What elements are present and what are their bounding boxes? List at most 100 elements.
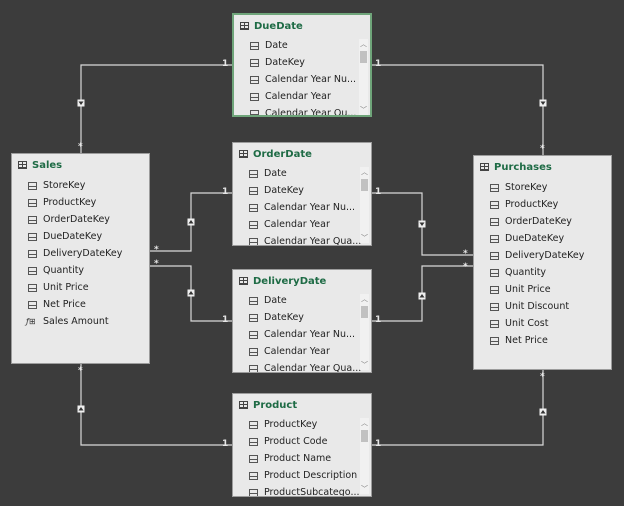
field-name: DateKey [264, 312, 304, 323]
scroll-up-icon[interactable]: ︿ [361, 295, 368, 303]
field-row[interactable]: Calendar Year Qu... [234, 105, 370, 115]
relationship-line-sales-duedate[interactable] [80, 64, 232, 153]
field-row[interactable]: ProductSubcatego... [233, 484, 371, 497]
filter-direction-arrow-icon [77, 405, 85, 413]
field-row[interactable]: Calendar Year Qua... [233, 360, 371, 372]
field-icon [490, 302, 499, 311]
relationship-line-purchases-duedate[interactable] [372, 64, 544, 155]
field-row[interactable]: Date [233, 165, 371, 182]
table-header[interactable]: Product [233, 394, 371, 416]
field-row[interactable]: DateKey [233, 309, 371, 326]
scrollbar-thumb[interactable] [361, 306, 368, 318]
field-name: DeliveryDateKey [505, 250, 585, 261]
field-icon [249, 169, 258, 178]
field-name: Calendar Year [264, 346, 330, 357]
field-name: DueDateKey [505, 233, 565, 244]
field-row[interactable]: Net Price [12, 296, 149, 313]
table-header[interactable]: Purchases [474, 156, 611, 178]
field-row[interactable]: Net Price [474, 332, 611, 349]
field-row[interactable]: DateKey [234, 54, 370, 71]
filter-direction-arrow-icon [418, 292, 426, 300]
field-row[interactable]: Unit Discount [474, 298, 611, 315]
cardinality-label: * [463, 262, 468, 272]
field-row[interactable]: Product Code [233, 433, 371, 450]
field-row[interactable]: ProductKey [233, 416, 371, 433]
scroll-down-icon[interactable]: ﹀ [360, 106, 367, 114]
field-name: DateKey [264, 185, 304, 196]
field-icon [249, 220, 258, 229]
scroll-up-icon[interactable]: ︿ [361, 419, 368, 427]
field-row[interactable]: Calendar Year [234, 88, 370, 105]
field-icon [28, 181, 37, 190]
table-header[interactable]: Sales [12, 154, 149, 176]
field-icon [490, 183, 499, 192]
field-row[interactable]: Unit Cost [474, 315, 611, 332]
field-name: Date [265, 40, 288, 51]
field-row[interactable]: DueDateKey [474, 230, 611, 247]
field-name: ProductKey [505, 199, 559, 210]
scrollbar-thumb[interactable] [361, 430, 368, 442]
field-icon [249, 488, 258, 496]
scroll-down-icon[interactable]: ﹀ [361, 361, 368, 369]
field-row[interactable]: DeliveryDateKey [12, 245, 149, 262]
field-icon [250, 75, 259, 84]
field-name: ProductSubcatego... [264, 487, 360, 497]
scroll-down-icon[interactable]: ﹀ [361, 234, 368, 242]
relationship-line-purchases-product[interactable] [372, 370, 544, 446]
field-row[interactable]: Product Name [233, 450, 371, 467]
field-row[interactable]: StoreKey [12, 177, 149, 194]
field-row[interactable]: Calendar Year Nu... [233, 199, 371, 216]
scroll-up-icon[interactable]: ︿ [360, 40, 367, 48]
field-row[interactable]: Calendar Year [233, 216, 371, 233]
scrollbar[interactable]: ︿﹀ [360, 418, 369, 494]
field-row[interactable]: StoreKey [474, 179, 611, 196]
relationship-line-sales-product[interactable] [80, 364, 232, 446]
scrollbar[interactable]: ︿﹀ [360, 294, 369, 370]
field-row[interactable]: ProductKey [12, 194, 149, 211]
field-row[interactable]: Unit Price [12, 279, 149, 296]
field-row[interactable]: Quantity [474, 264, 611, 281]
field-name: Unit Price [43, 282, 89, 293]
field-icon [490, 319, 499, 328]
field-row[interactable]: Calendar Year Qua... [233, 233, 371, 245]
field-icon [249, 437, 258, 446]
field-row[interactable]: ƒ⊞Sales Amount [12, 313, 149, 330]
field-row[interactable]: DateKey [233, 182, 371, 199]
scrollbar[interactable]: ︿﹀ [359, 39, 368, 115]
scrollbar-thumb[interactable] [360, 51, 367, 63]
scroll-down-icon[interactable]: ﹀ [361, 485, 368, 493]
table-icon [239, 277, 248, 285]
field-row[interactable]: Calendar Year Nu... [234, 71, 370, 88]
field-row[interactable]: ProductKey [474, 196, 611, 213]
field-row[interactable]: OrderDateKey [12, 211, 149, 228]
table-header[interactable]: DueDate [234, 15, 370, 37]
field-row[interactable]: DeliveryDateKey [474, 247, 611, 264]
scrollbar-thumb[interactable] [361, 179, 368, 191]
table-header[interactable]: OrderDate [233, 143, 371, 165]
field-row[interactable]: DueDateKey [12, 228, 149, 245]
field-row[interactable]: Calendar Year Nu... [233, 326, 371, 343]
field-icon [249, 454, 258, 463]
field-row[interactable]: OrderDateKey [474, 213, 611, 230]
field-row[interactable]: Unit Price [474, 281, 611, 298]
field-row[interactable]: Calendar Year [233, 343, 371, 360]
calculated-field-icon: ƒ⊞ [26, 317, 36, 326]
table-title: Sales [32, 159, 63, 171]
field-row[interactable]: Quantity [12, 262, 149, 279]
field-row[interactable]: Date [234, 37, 370, 54]
field-name: StoreKey [43, 180, 86, 191]
field-row[interactable]: Product Description [233, 467, 371, 484]
field-row[interactable]: Date [233, 292, 371, 309]
table-header[interactable]: DeliveryDate [233, 270, 371, 292]
filter-direction-arrow-icon [77, 99, 85, 107]
cardinality-label: 1 [375, 59, 382, 69]
scrollbar[interactable]: ︿﹀ [360, 167, 369, 243]
field-name: Date [264, 168, 287, 179]
scroll-up-icon[interactable]: ︿ [361, 168, 368, 176]
